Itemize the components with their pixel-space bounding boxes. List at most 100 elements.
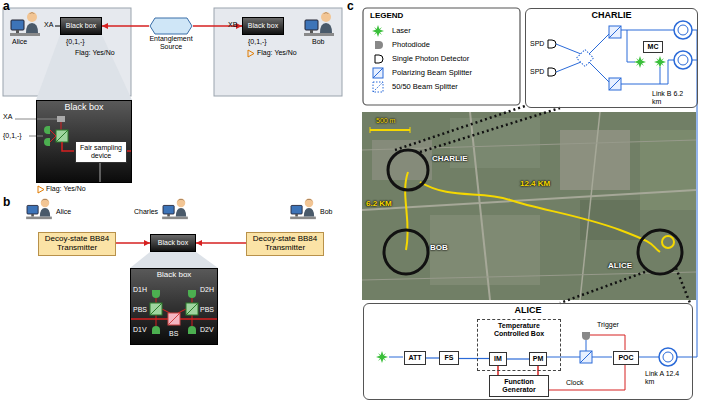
alice-setup [376, 30, 697, 390]
figure-label: Clock [566, 379, 584, 387]
transmitter-box: Decoy-state BB84 Transmitter [246, 232, 324, 256]
black-box: Black box [60, 17, 102, 35]
aerial-map-part [580, 112, 600, 300]
node-text: Black box [248, 22, 278, 30]
black-box-internals-part [38, 186, 44, 193]
figure-label: Bob [312, 38, 324, 46]
temperature-box: Temperature Controlled BoxIMPM [477, 319, 561, 371]
charlie-setup-part [556, 62, 581, 72]
panel-b-figures-part [168, 313, 180, 325]
hexagon-shape [149, 17, 193, 35]
aerial-map-part [420, 108, 560, 152]
black-box-internals-part [62, 142, 74, 151]
charlie-setup-part [556, 44, 581, 54]
node-text: POC [618, 354, 633, 362]
black-box-internals-part [50, 130, 56, 136]
alice-setup-part [692, 60, 697, 61]
charlie-setup-part [654, 56, 666, 68]
figure-label: BS [169, 330, 178, 338]
figure-label: XA [44, 21, 53, 29]
aerial-map-part [370, 129, 410, 131]
node-text: IM [494, 355, 502, 363]
connector-line [196, 242, 246, 244]
charlie-setup-part [548, 40, 556, 48]
panel-b-figures-part [180, 318, 218, 319]
aerial-map-part [420, 182, 660, 252]
alice-setup-part [389, 357, 403, 358]
function-generator: Function Generator [489, 375, 549, 397]
alice-setup-part [580, 351, 592, 363]
panel-b-figures [26, 199, 316, 345]
panel-b-figures-part [188, 290, 196, 298]
panel-b-figures-part [130, 268, 218, 345]
legend-panel-part [373, 68, 383, 78]
aerial-map-part [384, 230, 428, 274]
aerial-map-part [372, 140, 432, 180]
black-box: Black box [150, 234, 196, 252]
figure-label: PBS [200, 306, 214, 314]
aerial-map-part [560, 272, 645, 303]
alice-setup-part [548, 364, 625, 390]
figure-label: Charles [134, 208, 158, 216]
aerial-map-part [362, 140, 696, 150]
connector-line [459, 358, 489, 359]
panel-b-figures-part [186, 303, 198, 315]
figure-label: Link A 12.4 km [645, 370, 689, 385]
charlie-setup-part [609, 26, 621, 38]
node-text: FS [445, 354, 454, 362]
aerial-map-part [405, 172, 408, 250]
alice-setup-part [590, 335, 625, 350]
black-box-internals-part [57, 116, 65, 122]
charlie-setup-part [678, 25, 688, 35]
legend-text: 50/50 Beam Splitter [392, 83, 458, 91]
panel-b-figures-part [168, 313, 180, 325]
charlie-setup-part [660, 67, 661, 84]
fs-box: FS [439, 351, 459, 365]
panel-b-figures-part [152, 290, 160, 298]
figure-label: Bob [320, 208, 332, 216]
bob-station-part [214, 8, 342, 96]
connector-line [426, 357, 439, 358]
mc-box: MC [643, 41, 663, 53]
figure-label: c [347, 0, 354, 13]
black-box-internals-part [44, 138, 50, 146]
figure-label: a [3, 0, 10, 13]
panel-b-figures-part [178, 309, 186, 313]
poc-box: POC [613, 351, 639, 365]
black-box-internals-part [36, 35, 132, 100]
figure-label: LEGEND [370, 12, 403, 21]
legend-panel-part [373, 82, 383, 92]
figure-label: ALICE [608, 262, 632, 271]
black-box-internals-part [61, 122, 62, 130]
node-text: Fair sampling device [78, 144, 124, 159]
node-text: Black box [64, 103, 103, 113]
aerial-map-part [638, 230, 682, 274]
aerial-map-part [676, 268, 690, 303]
legend-panel-part [375, 41, 383, 49]
connector-line [102, 25, 149, 27]
panel-b-figures-part [192, 315, 193, 326]
figure-label: Link B 6.2 km [652, 90, 694, 105]
bob-station-part [304, 12, 334, 36]
alice-setup-part [638, 357, 659, 358]
charlie-setup-part [674, 51, 692, 69]
panel-b-figures-part [152, 326, 160, 334]
figure-label: {0,1,-} [66, 38, 85, 46]
node-text: Entanglement Source [141, 35, 201, 50]
charlie-setup-part [589, 34, 609, 54]
node-text: Function Generator [491, 378, 547, 393]
connector-line [116, 242, 150, 244]
figure-label: XA [3, 113, 12, 121]
aerial-map-part [388, 150, 428, 190]
aerial-map [362, 106, 696, 303]
node-text: Decoy-state BB84 Transmitter [41, 235, 113, 253]
aerial-map-part [370, 127, 371, 133]
legend-panel-part [372, 25, 384, 37]
charlie-setup-part [634, 56, 646, 68]
panel-b-figures-part [130, 252, 218, 268]
node-text: Decoy-state BB84 Transmitter [249, 235, 321, 253]
node-text: PM [533, 355, 544, 363]
site-panel: ALICETemperature Controlled BoxIMPMATTFS… [363, 303, 693, 400]
figure-label: Flag: Yes/No [46, 185, 86, 193]
figure-label: 12.4 KM [520, 180, 550, 189]
